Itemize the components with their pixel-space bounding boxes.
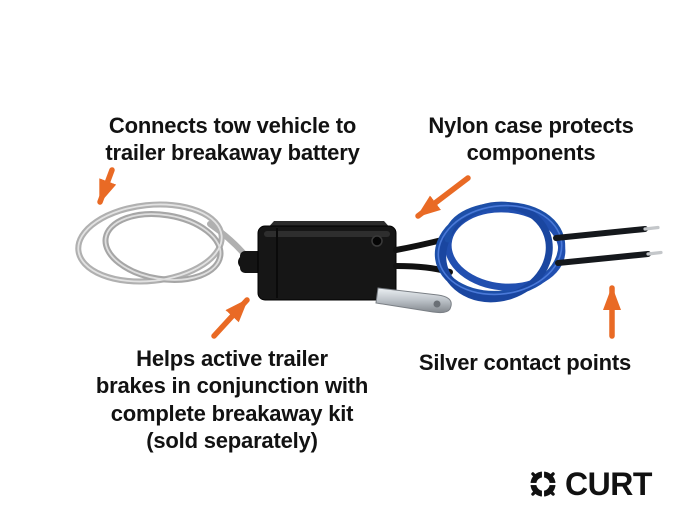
callout-bottom-left: Helps active trailer brakes in conjuncti… [58,345,406,454]
curt-wordmark: CURT [565,466,652,502]
callout-arrows [97,167,621,339]
arrow-top-right [415,175,471,219]
silver-contact-tip [643,225,660,231]
callout-top-left: Connects tow vehicle to trailer breakawa… [75,112,390,167]
callout-top-right: Nylon case protects components [400,112,662,167]
mounting-bracket-icon [375,287,452,314]
callout-line: Silver contact points [418,350,632,375]
arrow-top-left [97,167,117,205]
callout-bottom-right: Silver contact points [400,349,650,376]
callout-line: trailer breakaway battery [105,140,360,166]
callout-line: Connects tow vehicle to [108,113,357,138]
callout-line: Nylon case protects [428,113,634,138]
silver-contact-tip [646,250,663,256]
blue-wire-coil-icon [434,201,566,303]
nylon-case-icon [257,221,397,301]
curt-gear-icon [529,470,557,498]
callout-line: components [466,140,596,166]
callout-line: brakes in conjunction with [95,373,369,399]
callout-line: Helps active trailer [136,346,328,371]
curt-logo: CURT [527,468,652,500]
steel-cable-icon [75,201,253,285]
callout-line: (sold separately) [146,427,318,453]
wire-leads-icon [553,225,663,266]
callout-line: complete breakaway kit [110,400,354,426]
arrow-bottom-left [211,297,250,339]
